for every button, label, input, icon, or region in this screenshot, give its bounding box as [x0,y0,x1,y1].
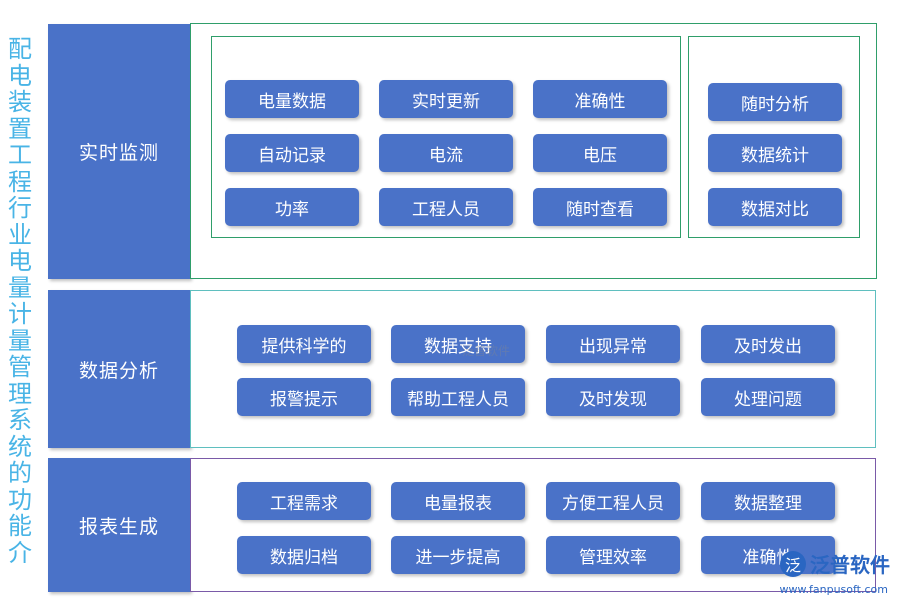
vertical-title: 配电装置工程行业电量计量管理系统的功能介 [8,35,32,567]
chip: 电流 [379,134,513,172]
section-panel-analysis [190,290,876,448]
group-right [688,36,860,238]
chip: 随时分析 [708,83,842,121]
chip: 数据整理 [701,482,835,520]
chip: 报警提示 [237,378,371,416]
chip: 随时查看 [533,188,667,226]
chip: 电量数据 [225,80,359,118]
chip: 自动记录 [225,134,359,172]
chip: 及时发现 [546,378,680,416]
watermark-center: 泛普软件 [462,344,511,358]
chip: 数据归档 [237,536,371,574]
watermark-url: www.fanpusoft.com [779,583,888,596]
chip: 准确性 [533,80,667,118]
chip: 方便工程人员 [546,482,680,520]
chip: 及时发出 [701,325,835,363]
chip: 帮助工程人员 [391,378,525,416]
section-label-report: 报表生成 [48,458,190,592]
watermark-brand: 泛普软件 [810,553,890,577]
section-label-realtime: 实时监测 [48,24,190,279]
chip: 处理问题 [701,378,835,416]
chip: 工程人员 [379,188,513,226]
section-label-analysis: 数据分析 [48,290,190,448]
chip: 管理效率 [546,536,680,574]
chip: 数据统计 [708,134,842,172]
chip: 工程需求 [237,482,371,520]
chip: 电压 [533,134,667,172]
chip: 电量报表 [391,482,525,520]
chip: 出现异常 [546,325,680,363]
chip: 功率 [225,188,359,226]
watermark-logo: 泛 泛普软件 [780,549,890,578]
chip: 提供科学的 [237,325,371,363]
chip: 进一步提高 [391,536,525,574]
chip: 实时更新 [379,80,513,118]
group-left [211,36,681,238]
brand-logo-icon: 泛 [780,550,806,577]
chip: 数据对比 [708,188,842,226]
chip: 数据支持 [391,325,525,363]
